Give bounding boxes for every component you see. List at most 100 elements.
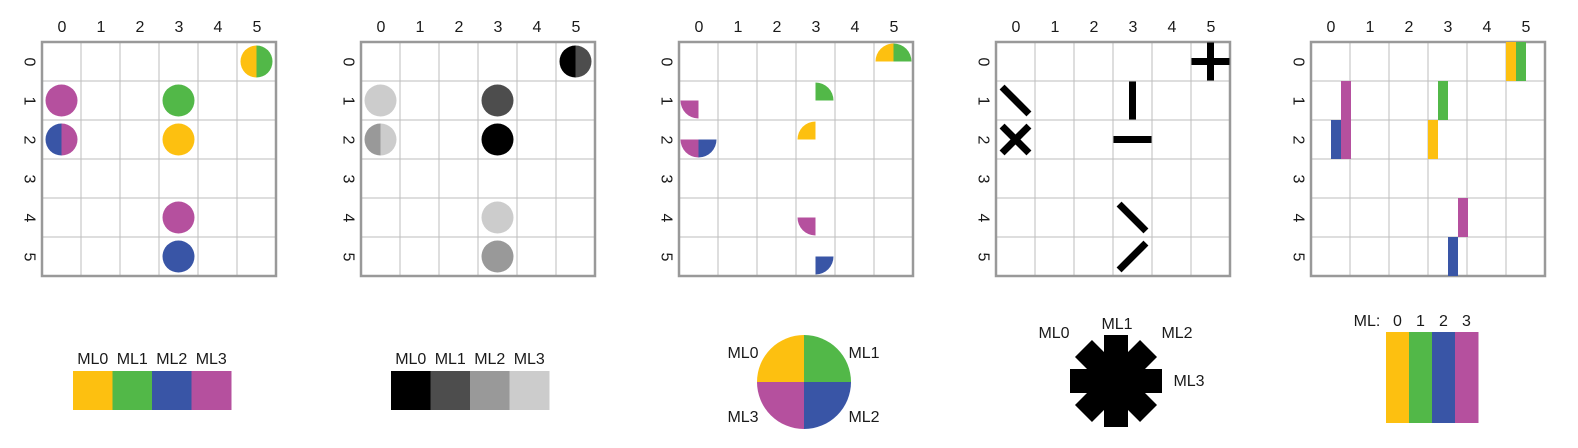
column-label: 0 (58, 19, 67, 36)
row-label: 5 (658, 253, 675, 262)
column-label: 3 (494, 19, 503, 36)
legend-label: ML2 (474, 351, 505, 368)
row-label: 5 (1290, 253, 1307, 262)
row-label: 1 (658, 97, 675, 106)
legend-label: ML0 (727, 345, 758, 362)
column-label: 0 (1327, 19, 1336, 36)
legend-label: ML3 (196, 351, 227, 368)
row-label: 1 (975, 97, 992, 106)
cell-marker (45, 84, 78, 117)
legend-swatch (112, 371, 153, 410)
cell-marker-half (364, 123, 381, 156)
legend-label: ML1 (435, 351, 466, 368)
legend-swatch (73, 371, 113, 410)
row-label: 1 (21, 97, 38, 106)
column-label: 4 (1168, 19, 1177, 36)
column-label: 5 (1522, 19, 1531, 36)
row-label: 0 (340, 58, 357, 67)
row-label: 3 (975, 175, 992, 184)
row-label: 4 (340, 214, 357, 223)
cell-bar-ml0 (1506, 42, 1516, 81)
cell-bar-ml3 (1458, 198, 1468, 237)
row-label: 4 (21, 214, 38, 223)
cell-quadrant-ml0 (875, 43, 894, 62)
row-label: 2 (658, 136, 675, 145)
cell-bar-ml3 (1341, 81, 1351, 120)
row-label: 5 (21, 253, 38, 262)
grid-frame (1309, 40, 1547, 278)
row-label: 3 (340, 175, 357, 184)
row-label: 3 (658, 175, 675, 184)
column-label: 4 (214, 19, 223, 36)
legend-label: ML3 (727, 409, 758, 426)
cell-quadrant-ml1 (815, 82, 834, 101)
row-label: 0 (1290, 58, 1307, 67)
cell-bar-ml2 (1331, 120, 1341, 159)
column-label: 3 (1129, 19, 1138, 36)
cell-marker (481, 123, 514, 156)
legend-swatch (470, 371, 510, 410)
legend-swatch (430, 371, 471, 410)
cell-marker (162, 240, 195, 273)
legend-label: ML1 (1101, 316, 1132, 333)
legend-label: ML2 (848, 409, 879, 426)
cell-quadrant-ml3 (797, 217, 816, 236)
cell-quadrant-ml3 (680, 139, 699, 158)
row-label: 2 (340, 136, 357, 145)
column-label: 5 (890, 19, 899, 36)
column-label: 2 (1090, 19, 1099, 36)
row-label: 2 (21, 136, 38, 145)
column-label: 4 (1483, 19, 1492, 36)
cell-quadrant-ml0 (797, 121, 816, 140)
legend-label: 3 (1462, 313, 1471, 330)
column-label: 1 (1051, 19, 1060, 36)
cell-marker (162, 123, 195, 156)
cell-marker-half (61, 123, 78, 156)
column-label: 2 (136, 19, 145, 36)
row-label: 5 (975, 253, 992, 262)
legend-pie-quadrant (804, 382, 851, 429)
row-label: 0 (21, 58, 38, 67)
row-label: 3 (21, 175, 38, 184)
column-label: 0 (377, 19, 386, 36)
column-label: 3 (1444, 19, 1453, 36)
legend-label: 1 (1416, 313, 1425, 330)
legend-label: ML0 (77, 351, 108, 368)
legend-label: ML3 (514, 351, 545, 368)
row-label: 4 (658, 214, 675, 223)
column-label: 1 (416, 19, 425, 36)
legend-swatch (191, 371, 232, 410)
legend-swatch (1432, 332, 1456, 423)
column-label: 5 (1207, 19, 1216, 36)
legend-star-arm (1074, 339, 1158, 423)
row-label: 5 (340, 253, 357, 262)
legend-pie-quadrant (757, 382, 804, 429)
cell-quadrant-ml2 (815, 256, 834, 275)
row-label: 4 (975, 214, 992, 223)
row-label: 1 (340, 97, 357, 106)
cell-quadrant-ml1 (893, 43, 912, 62)
column-label: 2 (455, 19, 464, 36)
cell-bar-ml1 (1438, 81, 1448, 120)
cell-marker-half (559, 45, 576, 78)
legend-swatch (1409, 332, 1433, 423)
cell-marker-half (380, 123, 397, 156)
cell-quadrant-ml3 (680, 100, 699, 119)
row-label: 4 (1290, 214, 1307, 223)
column-label: 5 (253, 19, 262, 36)
legend-swatch (152, 371, 192, 410)
cell-marker (364, 84, 397, 117)
cell-marker-half (45, 123, 62, 156)
legend-swatch (391, 371, 431, 410)
cell-marker (481, 84, 514, 117)
legend-swatch (509, 371, 550, 410)
